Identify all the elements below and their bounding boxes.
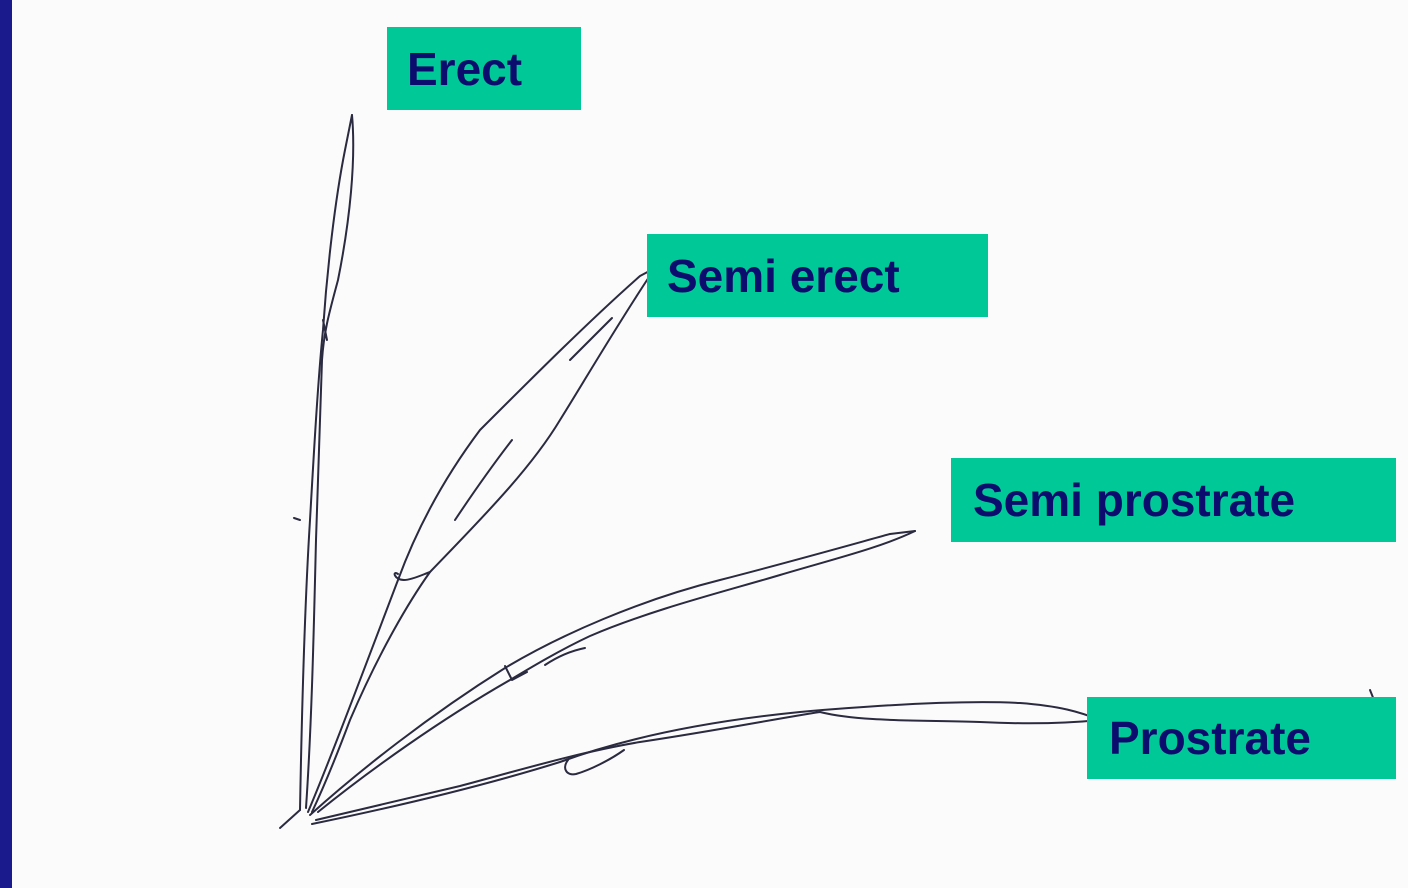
label-semi-prostrate: Semi prostrate [951,458,1396,542]
label-semi-erect-text: Semi erect [667,253,900,299]
label-erect: Erect [387,27,581,110]
label-semi-prostrate-text: Semi prostrate [973,477,1295,523]
prostrate-tiller [280,702,1100,828]
label-prostrate-text: Prostrate [1109,715,1311,761]
label-erect-text: Erect [407,46,522,92]
label-semi-erect: Semi erect [647,234,988,317]
semi-erect-tiller [308,268,655,812]
label-prostrate: Prostrate [1087,697,1396,779]
erect-tiller [294,115,353,810]
